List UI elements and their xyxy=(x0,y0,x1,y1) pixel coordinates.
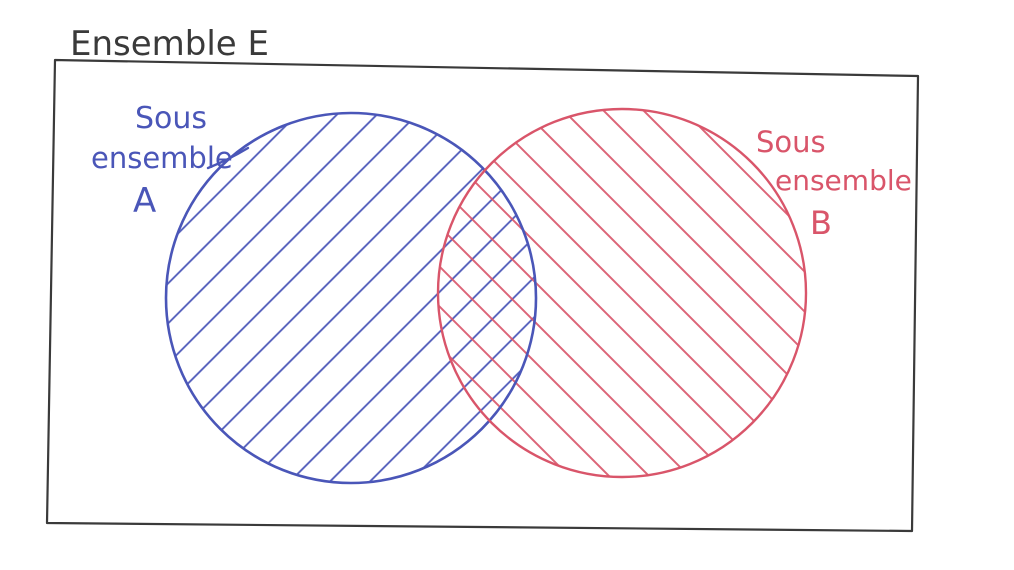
subset-a-label-line2: ensemble xyxy=(91,141,233,175)
subset-b-hatch-line xyxy=(438,109,802,477)
subset-a-hatch-line xyxy=(166,113,531,483)
subset-a-hatch-line xyxy=(166,113,536,483)
subset-b-hatch-line xyxy=(438,109,642,477)
subset-b-label-line1: Sous xyxy=(756,125,826,159)
subset-b-hatch-line xyxy=(438,109,806,477)
subset-a-leader-line xyxy=(206,146,250,170)
subset-a-hatch-line xyxy=(296,113,536,483)
subset-a-label-line1: Sous xyxy=(135,101,207,136)
subset-a-hatch-line xyxy=(166,113,536,483)
subset-a-hatch-line xyxy=(166,113,536,483)
subset-a-hatch-line xyxy=(256,113,536,483)
subset-b-circle xyxy=(436,107,808,479)
subset-b-hatch-line xyxy=(490,109,806,477)
universe-rectangle xyxy=(45,58,920,533)
subset-b-hatch-line xyxy=(530,109,806,477)
subset-b-hatch-line xyxy=(438,109,682,477)
subset-a-hatch-line xyxy=(216,113,536,483)
subset-a-hatching xyxy=(166,113,536,483)
subset-a-hatch-line xyxy=(166,113,451,483)
subset-b-hatch-line xyxy=(570,109,806,477)
subset-a-label-letter: A xyxy=(133,181,156,221)
subset-b-hatch-line xyxy=(438,109,806,477)
subset-b-hatch-line xyxy=(438,109,762,477)
subset-a-hatch-line xyxy=(166,113,536,483)
subset-b-hatching xyxy=(438,109,806,477)
subset-b-hatch-line xyxy=(438,109,722,477)
subset-b-hatch-line xyxy=(438,109,806,477)
subset-b-hatch-line xyxy=(438,109,806,477)
subset-b-hatch-line xyxy=(438,109,806,477)
subset-a-hatch-line xyxy=(166,113,536,483)
subset-a-hatch-line xyxy=(166,113,491,483)
subset-b-label-line2: ensemble xyxy=(775,164,912,197)
subset-b-label-letter: B xyxy=(810,204,832,242)
subset-a-hatch-line xyxy=(176,113,536,483)
universe-label: Ensemble E xyxy=(70,24,269,64)
subset-b-hatch-line xyxy=(450,109,806,477)
subset-a-circle xyxy=(164,111,538,485)
